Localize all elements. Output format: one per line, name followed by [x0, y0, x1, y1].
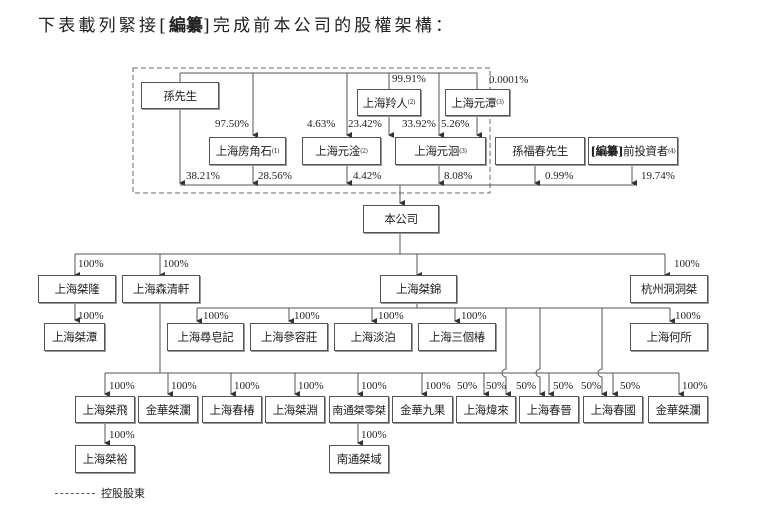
pct-label: 100%	[361, 380, 387, 392]
pct-label: 100%	[298, 380, 324, 392]
entity-shanghai-jiejin: 上海桀錦	[380, 275, 457, 303]
pct-label: 4.42%	[353, 170, 382, 182]
pct-label: 100%	[78, 258, 104, 270]
entity-jiejin-sub-4: 上海三個椿	[418, 323, 496, 351]
entity-l5-7: 上海煒來	[456, 396, 516, 423]
pct-label: 100%	[163, 258, 189, 270]
pct-label: 100%	[109, 429, 135, 441]
pct-label: 100%	[171, 380, 197, 392]
pct-label: 8.08%	[444, 170, 473, 182]
entity-l5-3: 上海春椿	[202, 396, 262, 423]
entity-shanghai-yuanhui: 上海元洄(3)	[395, 137, 486, 165]
entity-company: 本公司	[363, 205, 439, 233]
entity-jiejin-sub-3: 上海淡泊	[334, 323, 412, 351]
pct-label: 100%	[361, 429, 387, 441]
pct-label: 99.91%	[392, 73, 426, 85]
entity-jiejin-sub-2: 上海參容莊	[250, 323, 328, 351]
entity-l5-9: 上海春國	[583, 396, 643, 423]
entity-shanghai-fangjiaoshi: 上海房角石(1)	[209, 137, 286, 165]
pct-label: 50%	[516, 380, 537, 392]
pct-label: 97.50%	[215, 118, 249, 130]
entity-shanghai-yuantan: 上海元潭(3)	[445, 89, 510, 116]
pct-label: 33.92%	[402, 118, 436, 130]
entity-l5-10: 金華桀瀾	[648, 396, 708, 423]
entity-l5-4: 上海桀淵	[265, 396, 325, 423]
entity-shanghai-jieyu: 上海桀裕	[75, 445, 135, 473]
page-title: 下表載列緊接[編纂]完成前本公司的股權架構：	[38, 16, 456, 36]
pct-label: 50%	[553, 380, 574, 392]
pct-label: 50%	[581, 380, 602, 392]
entity-hangzhou-dongdongjie: 杭州洞洞桀	[630, 275, 708, 303]
pct-label: 28.56%	[258, 170, 292, 182]
entity-l5-5: 南通桀零桀	[329, 396, 389, 423]
pct-label: 0.99%	[545, 170, 574, 182]
entity-mr-sun-fuchun: 孫福春先生	[495, 137, 585, 165]
entity-pre-ipo-investors: [編纂]前投資者(4)	[588, 137, 678, 165]
pct-label: 100%	[294, 310, 320, 322]
pct-label: 100%	[378, 310, 404, 322]
entity-nantong-jieyu: 南通桀域	[329, 445, 389, 473]
entity-shanghai-yuangan: 上海元淦(2)	[302, 137, 381, 165]
entity-l5-6: 金華九果	[392, 396, 453, 423]
pct-label: 50%	[620, 380, 641, 392]
hop-line-chunjin	[535, 308, 545, 397]
entity-jiejin-sub-5: 上海何所	[630, 323, 708, 351]
legend-dashed-line	[55, 492, 95, 494]
entity-shanghai-jielong: 上海桀隆	[38, 275, 116, 303]
pct-label: 5.26%	[441, 118, 470, 130]
pct-label: 100%	[461, 310, 487, 322]
entity-jiejin-sub-1: 上海尋皂記	[167, 323, 244, 351]
entity-l5-1: 上海桀飛	[75, 396, 135, 423]
pct-label: 0.0001%	[489, 74, 529, 86]
entity-shanghai-senqingxuan: 上海森清軒	[122, 275, 200, 303]
pct-label: 100%	[675, 310, 701, 322]
legend-label: 控股股東	[101, 487, 145, 500]
pct-label: 100%	[682, 380, 708, 392]
entity-l5-2: 金華桀瀾	[138, 396, 198, 423]
pct-label: 100%	[109, 380, 135, 392]
pct-label: 100%	[674, 258, 700, 270]
entity-shanghai-lingren: 上海羚人(2)	[357, 89, 421, 116]
pct-label: 100%	[234, 380, 260, 392]
entity-l5-8: 上海春晉	[519, 396, 579, 423]
entity-mr-sun: 孫先生	[141, 82, 219, 109]
controlling-shareholders-dashed-group	[132, 67, 491, 194]
pct-label: 100%	[425, 380, 451, 392]
hop-line-chunguo	[597, 308, 607, 397]
pct-label: 38.21%	[186, 170, 220, 182]
pct-label: 50%	[457, 380, 478, 392]
pct-label: 50%	[486, 380, 507, 392]
pct-label: 100%	[78, 310, 104, 322]
pct-label: 100%	[203, 310, 229, 322]
pct-label: 19.74%	[641, 170, 675, 182]
entity-shanghai-jietan: 上海桀潭	[44, 323, 105, 351]
pct-label: 4.63%	[307, 118, 336, 130]
legend: 控股股東	[55, 485, 145, 501]
pct-label: 23.42%	[348, 118, 382, 130]
hop-line-weilai	[501, 308, 511, 397]
